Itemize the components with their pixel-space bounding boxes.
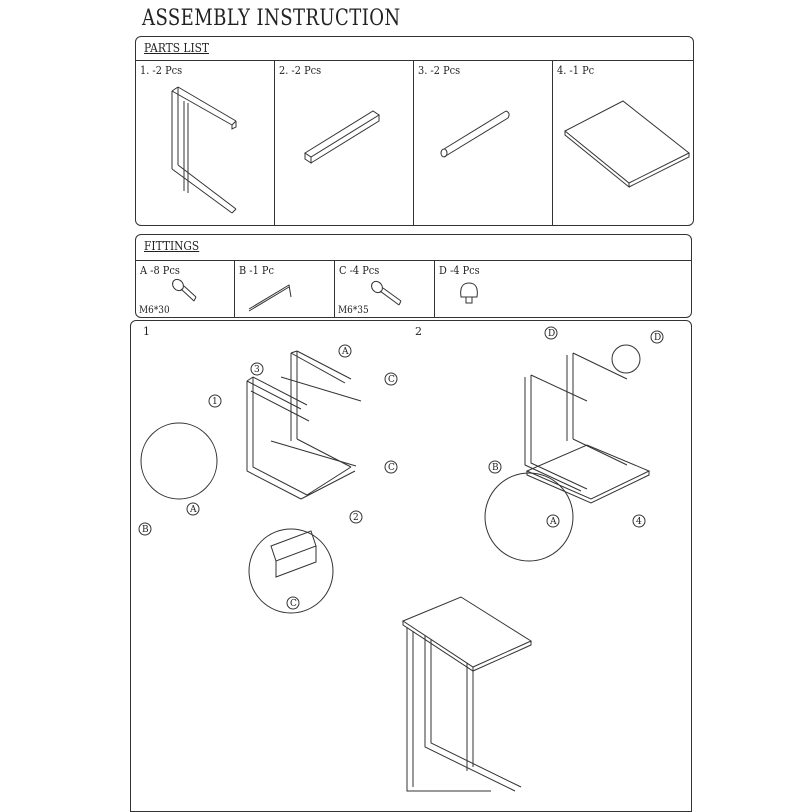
fittings-panel: FITTINGS A -8 Pcs M6*30 B -1 Pc C -4 Pcs… — [135, 234, 692, 318]
tabletop-panel-icon — [564, 100, 690, 189]
detail-circle — [248, 528, 334, 614]
bolt-icon — [371, 280, 402, 306]
fitting-label: A -8 Pcs — [140, 263, 180, 277]
step-2-frame-drawing — [524, 352, 651, 504]
svg-text:D: D — [654, 333, 661, 343]
step-1-number: 1 — [143, 325, 150, 338]
fittings-row: A -8 Pcs M6*30 B -1 Pc C -4 Pcs M6*35 D … — [136, 261, 691, 317]
part-4: 4. -1 Pc — [553, 61, 692, 225]
round-tube-icon — [440, 110, 510, 158]
svg-text:1: 1 — [212, 397, 218, 407]
fitting-b: B -1 Pc — [235, 261, 335, 317]
fitting-label: B -1 Pc — [239, 263, 274, 277]
fitting-label: C -4 Pcs — [339, 263, 380, 277]
part-label: 4. -1 Pc — [557, 63, 595, 77]
part-label: 1. -2 Pcs — [140, 63, 183, 77]
svg-text:3: 3 — [254, 365, 260, 375]
assembly-diagram: 1 2 3 A C C A B C D D B A 4 — [138, 326, 664, 792]
parts-list-panel: PARTS LIST 1. -2 Pcs 2. -2 Pcs 3. -2 Pcs… — [135, 36, 694, 226]
part-1: 1. -2 Pcs — [136, 61, 275, 225]
part-3: 3. -2 Pcs — [414, 61, 553, 225]
step-1-frame-drawing — [246, 350, 362, 500]
fitting-spec: M6*30 — [139, 304, 170, 316]
svg-text:B: B — [492, 463, 499, 473]
detail-circle — [484, 472, 574, 562]
parts-list-heading: PARTS LIST — [144, 40, 210, 55]
detail-circle — [140, 422, 218, 500]
step-1-callouts: 1 2 3 A C C A B C — [138, 344, 398, 610]
page-title: ASSEMBLY INSTRUCTION — [142, 6, 401, 31]
part-label: 3. -2 Pcs — [418, 63, 461, 77]
finished-table-drawing — [401, 596, 533, 792]
c-frame-icon — [171, 86, 237, 214]
fitting-a: A -8 Pcs M6*30 — [136, 261, 235, 317]
svg-text:D: D — [548, 329, 555, 339]
svg-text:4: 4 — [636, 517, 642, 527]
svg-text:2: 2 — [353, 513, 359, 523]
fittings-heading: FITTINGS — [144, 238, 200, 253]
assembly-steps-panel: 1 2 1 2 3 A C C A B C D D — [130, 320, 692, 812]
fitting-spec: M6*35 — [338, 304, 369, 316]
foot-pad-icon — [460, 282, 478, 304]
allen-key-icon — [248, 284, 292, 312]
svg-text:A: A — [341, 347, 349, 357]
part-2: 2. -2 Pcs — [275, 61, 414, 225]
fitting-c: C -4 Pcs M6*35 — [335, 261, 435, 317]
detail-circle — [611, 344, 641, 374]
svg-text:A: A — [549, 517, 557, 527]
svg-text:B: B — [142, 525, 149, 535]
fitting-d: D -4 Pcs — [435, 261, 691, 317]
svg-text:C: C — [290, 599, 297, 609]
fitting-label: D -4 Pcs — [439, 263, 480, 277]
svg-text:C: C — [388, 463, 395, 473]
part-label: 2. -2 Pcs — [279, 63, 322, 77]
step-2-callouts: D D B A 4 — [488, 326, 664, 528]
square-tube-icon — [304, 110, 380, 164]
svg-text:A: A — [189, 505, 197, 515]
svg-text:C: C — [388, 375, 395, 385]
bolt-icon — [172, 278, 197, 302]
step-2-number: 2 — [415, 325, 422, 338]
parts-row: 1. -2 Pcs 2. -2 Pcs 3. -2 Pcs 4. -1 Pc — [136, 61, 693, 225]
